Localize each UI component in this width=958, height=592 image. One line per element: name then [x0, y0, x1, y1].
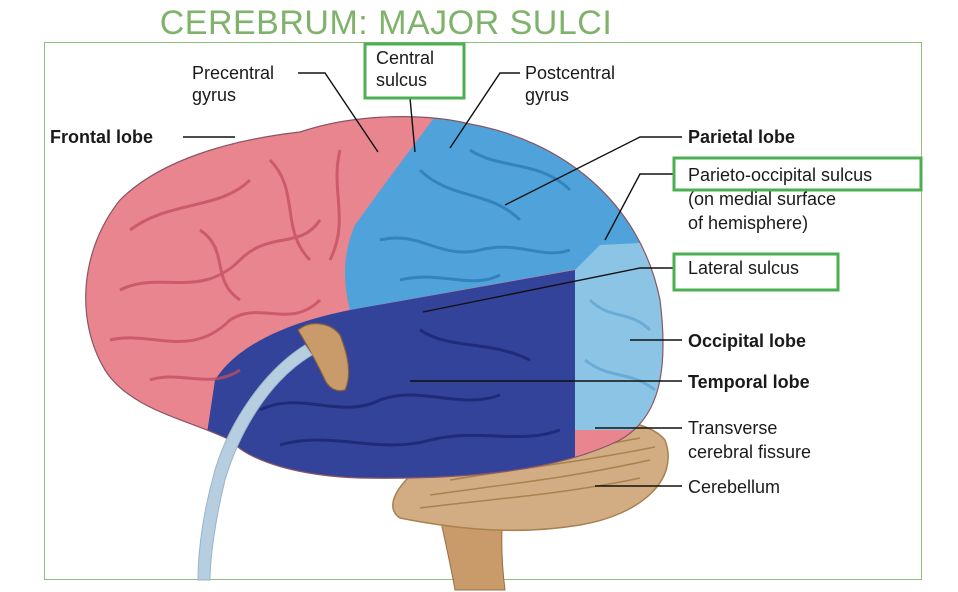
frontal-gyri	[109, 149, 342, 382]
insula-flap	[297, 323, 350, 392]
central-sulcus-label: Central sulcus	[376, 48, 439, 90]
retractor-probe	[197, 344, 313, 581]
postcentral-gyrus-label: Postcentral gyrus	[525, 63, 620, 105]
brain-outline	[85, 116, 664, 479]
leader-lines	[183, 72, 682, 487]
temporal-lobe-label: Temporal lobe	[688, 372, 810, 392]
transverse-cerebral-fissure-label: Transverse cerebral fissure	[688, 418, 811, 462]
parietal-gyri	[379, 148, 572, 283]
parietal-lobe-label: Parietal lobe	[688, 127, 795, 147]
lateral-sulcus-highlight	[672, 252, 840, 292]
occipital-lobe-region	[570, 240, 664, 430]
parieto-occipital-sulcus-label: Parieto-occipital sulcus (on medial surf…	[688, 165, 877, 233]
central-sulcus-highlight	[363, 42, 466, 100]
precentral-gyrus-label: Precentral gyrus	[192, 63, 279, 105]
occipital-gyri	[584, 298, 656, 392]
page-title: CEREBRUM: MAJOR SULCI	[159, 4, 613, 42]
temporal-lobe-region	[200, 270, 575, 479]
temporal-gyri	[259, 328, 561, 447]
parieto-occipital-sulcus-highlight	[672, 156, 923, 192]
frontal-lobe-label: Frontal lobe	[50, 127, 153, 147]
cerebellum-label: Cerebellum	[688, 477, 780, 497]
occipital-lobe-label: Occipital lobe	[688, 331, 806, 351]
lateral-sulcus-label: Lateral sulcus	[688, 258, 799, 278]
